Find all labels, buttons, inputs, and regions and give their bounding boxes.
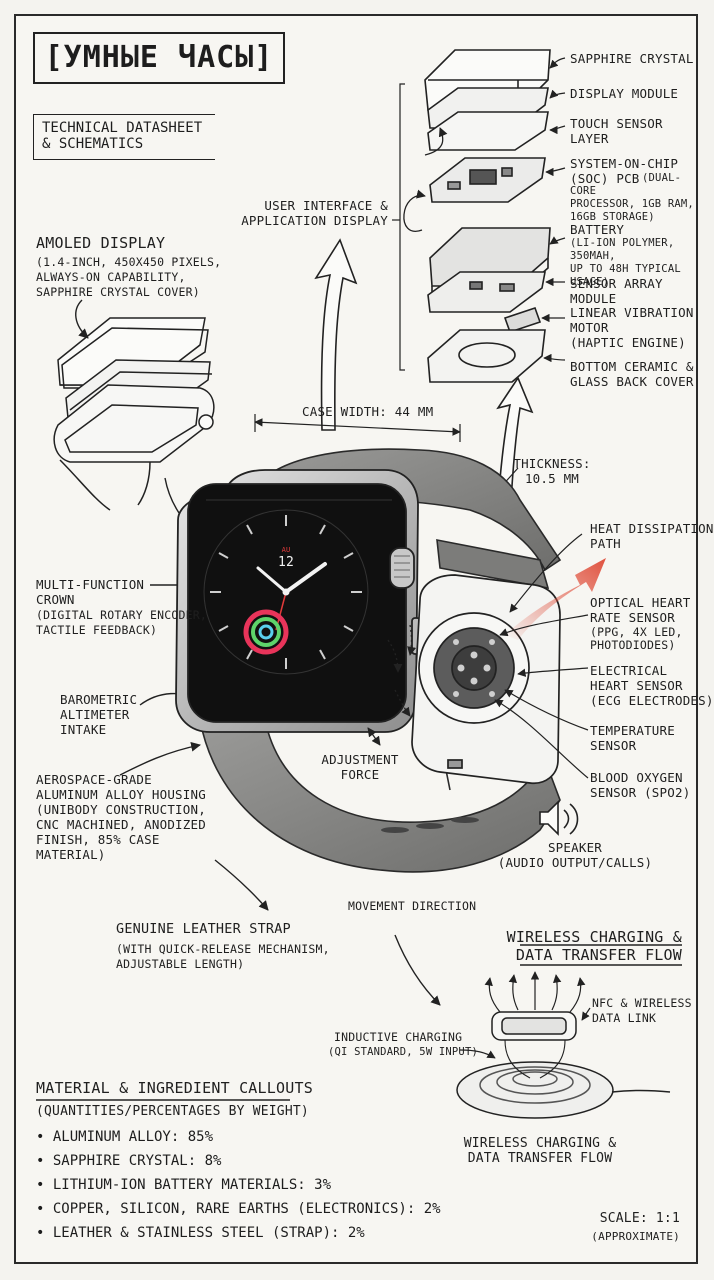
label-heat-dissipation: HEAT DISSIPATION PATH [590,521,714,551]
case-width-label: CASE WIDTH: 44 mm [302,404,434,419]
scale-label: SCALE: 1:1 [599,1211,680,1226]
material-item: • LITHIUM-ION BATTERY MATERIALS: 3% [36,1177,332,1193]
material-item: • LEATHER & STAINLESS STEEL (STRAP): 2% [36,1225,365,1241]
page-title: [УМНЫЕ ЧАСЫ] [33,32,285,84]
materials-list: • ALUMINUM ALLOY: 85% • SAPPHIRE CRYSTAL… [36,1125,441,1245]
label-soc-pcb: SYSTEM-ON-CHIP (SoC) PCB [570,156,679,186]
label-nfc: NFC & WIRELESS DATA LINK [592,996,692,1025]
heat-dissipation-arrow [505,558,606,640]
label-optical-detail: (PPG, 4x LED, PHOTODIODES) [590,625,683,652]
layer-soc-pcb [429,157,546,203]
label-vibration-motor: LINEAR VIBRATION MOTOR (HAPTIC ENGINE) [570,305,694,350]
label-battery: BATTERY [570,222,625,237]
layer-touch-sensor [427,111,549,151]
material-item: • SAPPHIRE CRYSTAL: 8% [36,1153,222,1169]
charging-field-lines [484,971,586,1013]
label-crown-detail: (DIGITAL ROTARY ENCODER, TACTILE FEEDBAC… [36,608,207,637]
label-inductive: INDUCTIVE CHARGING [334,1030,463,1044]
label-speaker: SPEAKER (AUDIO OUTPUT/CALLS) [497,840,653,870]
label-strap: GENUINE LEATHER STRAP [116,921,291,937]
label-optical-sensor: OPTICAL HEART RATE SENSOR [590,595,691,625]
label-temperature-sensor: TEMPERATURE SENSOR [590,723,675,753]
scale-detail: (APPROXIMATE) [591,1230,680,1243]
watch-date-label: 12 [277,555,295,570]
speaker-icon [539,800,579,836]
thickness-label: THICKNESS: 10.5 mm [513,456,591,486]
page-subtitle: TECHNICAL DATASHEET & SCHEMATICS [33,114,215,160]
label-adjustment-force: ADJUSTMENT FORCE [321,752,399,782]
label-housing: AEROSPACE-GRADE ALUMINUM ALLOY HOUSING (… [36,772,206,862]
label-ui-display: USER INTERFACE & APPLICATION DISPLAY [241,198,388,228]
label-inductive-detail: (QI STANDARD, 5W INPUT) [328,1046,478,1058]
label-soc-detail: (DUAL-CORE PROCESSOR, 1GB RAM, 16GB STOR… [570,172,694,223]
label-sapphire-crystal: SAPPHIRE CRYSTAL [570,51,694,66]
layer-vibration-motor [503,306,542,334]
exploded-layer-stack [392,49,566,383]
label-crown: MULTI-FUNCTION CROWN [36,577,145,607]
label-blood-oxygen: BLOOD OXYGEN SENSOR (SpO2) [590,770,691,800]
label-sensor-array: SENSOR ARRAY MODULE [570,276,663,306]
material-item: • COPPER, SILICON, RARE EARTHS (ELECTRON… [36,1201,441,1217]
label-wireless-heading: WIRELESS CHARGING & DATA TRANSFER FLOW [506,928,682,964]
label-electrical-sensor: ELECTRICAL HEART SENSOR (ECG ELECTRODES) [590,663,714,708]
layer-sensor-array [427,271,546,313]
label-amoled: AMOLED DISPLAY [36,234,166,252]
label-amoled-detail: (1.4-INCH, 450x450 PIXELS, ALWAYS-ON CAP… [36,255,222,299]
label-battery-detail: (Li-Ion POLYMER, 350mAh, UP TO 48h TYPIC… [570,237,681,288]
watch-case-back [411,574,561,785]
label-wireless-caption: WIRELESS CHARGING & DATA TRANSFER FLOW [463,1136,617,1166]
watch-day-label: AU [281,546,291,554]
layer-back-cover [427,329,546,383]
label-touch-sensor: TOUCH SENSOR LAYER [570,116,663,146]
materials-subheading: (QUANTITIES/PERCENTAGES BY WEIGHT) [36,1104,309,1119]
materials-heading: MATERIAL & INGREDIENT CALLOUTS [36,1079,313,1097]
watch-case-front [175,469,421,733]
amoled-panel-exploded [53,317,215,511]
material-item: • ALUMINUM ALLOY: 85% [36,1129,214,1145]
label-display-module: DISPLAY MODULE [570,86,679,101]
wireless-charger [456,1011,671,1119]
label-strap-detail: (WITH QUICK-RELEASE MECHANISM, ADJUSTABL… [116,942,330,971]
label-back-cover: BOTTOM CERAMIC & GLASS BACK COVER [570,359,694,389]
label-barometric: BAROMETRIC ALTIMETER INTAKE [60,692,138,737]
watch-face [203,509,369,675]
case-width-dimension [254,414,461,442]
label-movement-direction: MOVEMENT DIRECTION [348,899,477,913]
